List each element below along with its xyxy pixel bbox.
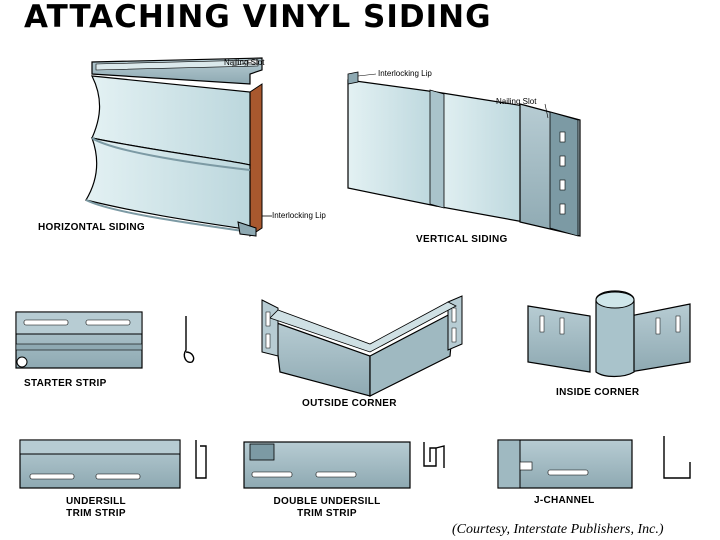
vertical-panel-right xyxy=(435,91,525,223)
horizontal-siding-label: HORIZONTAL SIDING xyxy=(38,222,145,233)
inside-slot-1 xyxy=(539,315,545,333)
starter-strip-illustration xyxy=(15,311,195,369)
vertical-interlocking-lip-callout: Interlocking Lip xyxy=(378,69,432,78)
j-channel-illustration xyxy=(497,436,691,489)
vertical-panel-left xyxy=(347,79,437,207)
double-undersill-label-line2: TRIM STRIP xyxy=(297,508,357,519)
horizontal-siding-illustration xyxy=(85,57,272,237)
corner-slot-4 xyxy=(451,327,457,343)
inside-slot-2 xyxy=(559,317,565,335)
nailing-slot-4 xyxy=(559,203,566,215)
nailing-slot xyxy=(247,59,259,65)
starter-strip-label: STARTER STRIP xyxy=(24,378,107,389)
nailing-slot-1 xyxy=(559,131,566,143)
undersill-label-line1: UNDERSILL xyxy=(66,496,126,507)
vertical-siding-label: VERTICAL SIDING xyxy=(416,234,508,245)
horizontal-interlocking-lip-callout: Interlocking Lip xyxy=(272,211,326,220)
credit-line: (Courtesy, Interstate Publishers, Inc.) xyxy=(452,522,664,537)
undersill-illustration xyxy=(19,439,207,489)
inside-corner-label: INSIDE CORNER xyxy=(556,387,640,398)
double-undersill-illustration xyxy=(243,441,445,489)
nailing-slot-3 xyxy=(559,179,566,191)
j-channel-label: J-CHANNEL xyxy=(534,495,595,506)
inside-corner-illustration xyxy=(527,290,691,378)
nailing-slot-2 xyxy=(559,155,566,167)
vertical-nailing-slot-callout: Nailing Slot xyxy=(496,97,537,106)
horizontal-nailing-slot-callout: Nailing Slot xyxy=(224,58,265,67)
double-undersill-label-line1: DOUBLE UNDERSILL xyxy=(273,496,381,507)
outside-corner-illustration xyxy=(261,295,463,397)
vertical-siding-illustration xyxy=(347,71,581,237)
inside-slot-3 xyxy=(655,317,661,335)
wood-sheathing xyxy=(249,83,263,237)
undersill-label-line2: TRIM STRIP xyxy=(66,508,126,519)
inside-slot-4 xyxy=(675,315,681,333)
lower-siding-panel xyxy=(85,137,251,231)
corner-slot-1 xyxy=(265,311,271,327)
page-title: ATTACHING VINYL SIDING xyxy=(24,0,492,35)
corner-slot-3 xyxy=(451,307,457,323)
corner-slot-2 xyxy=(265,333,271,349)
outside-corner-label: OUTSIDE CORNER xyxy=(302,398,397,409)
